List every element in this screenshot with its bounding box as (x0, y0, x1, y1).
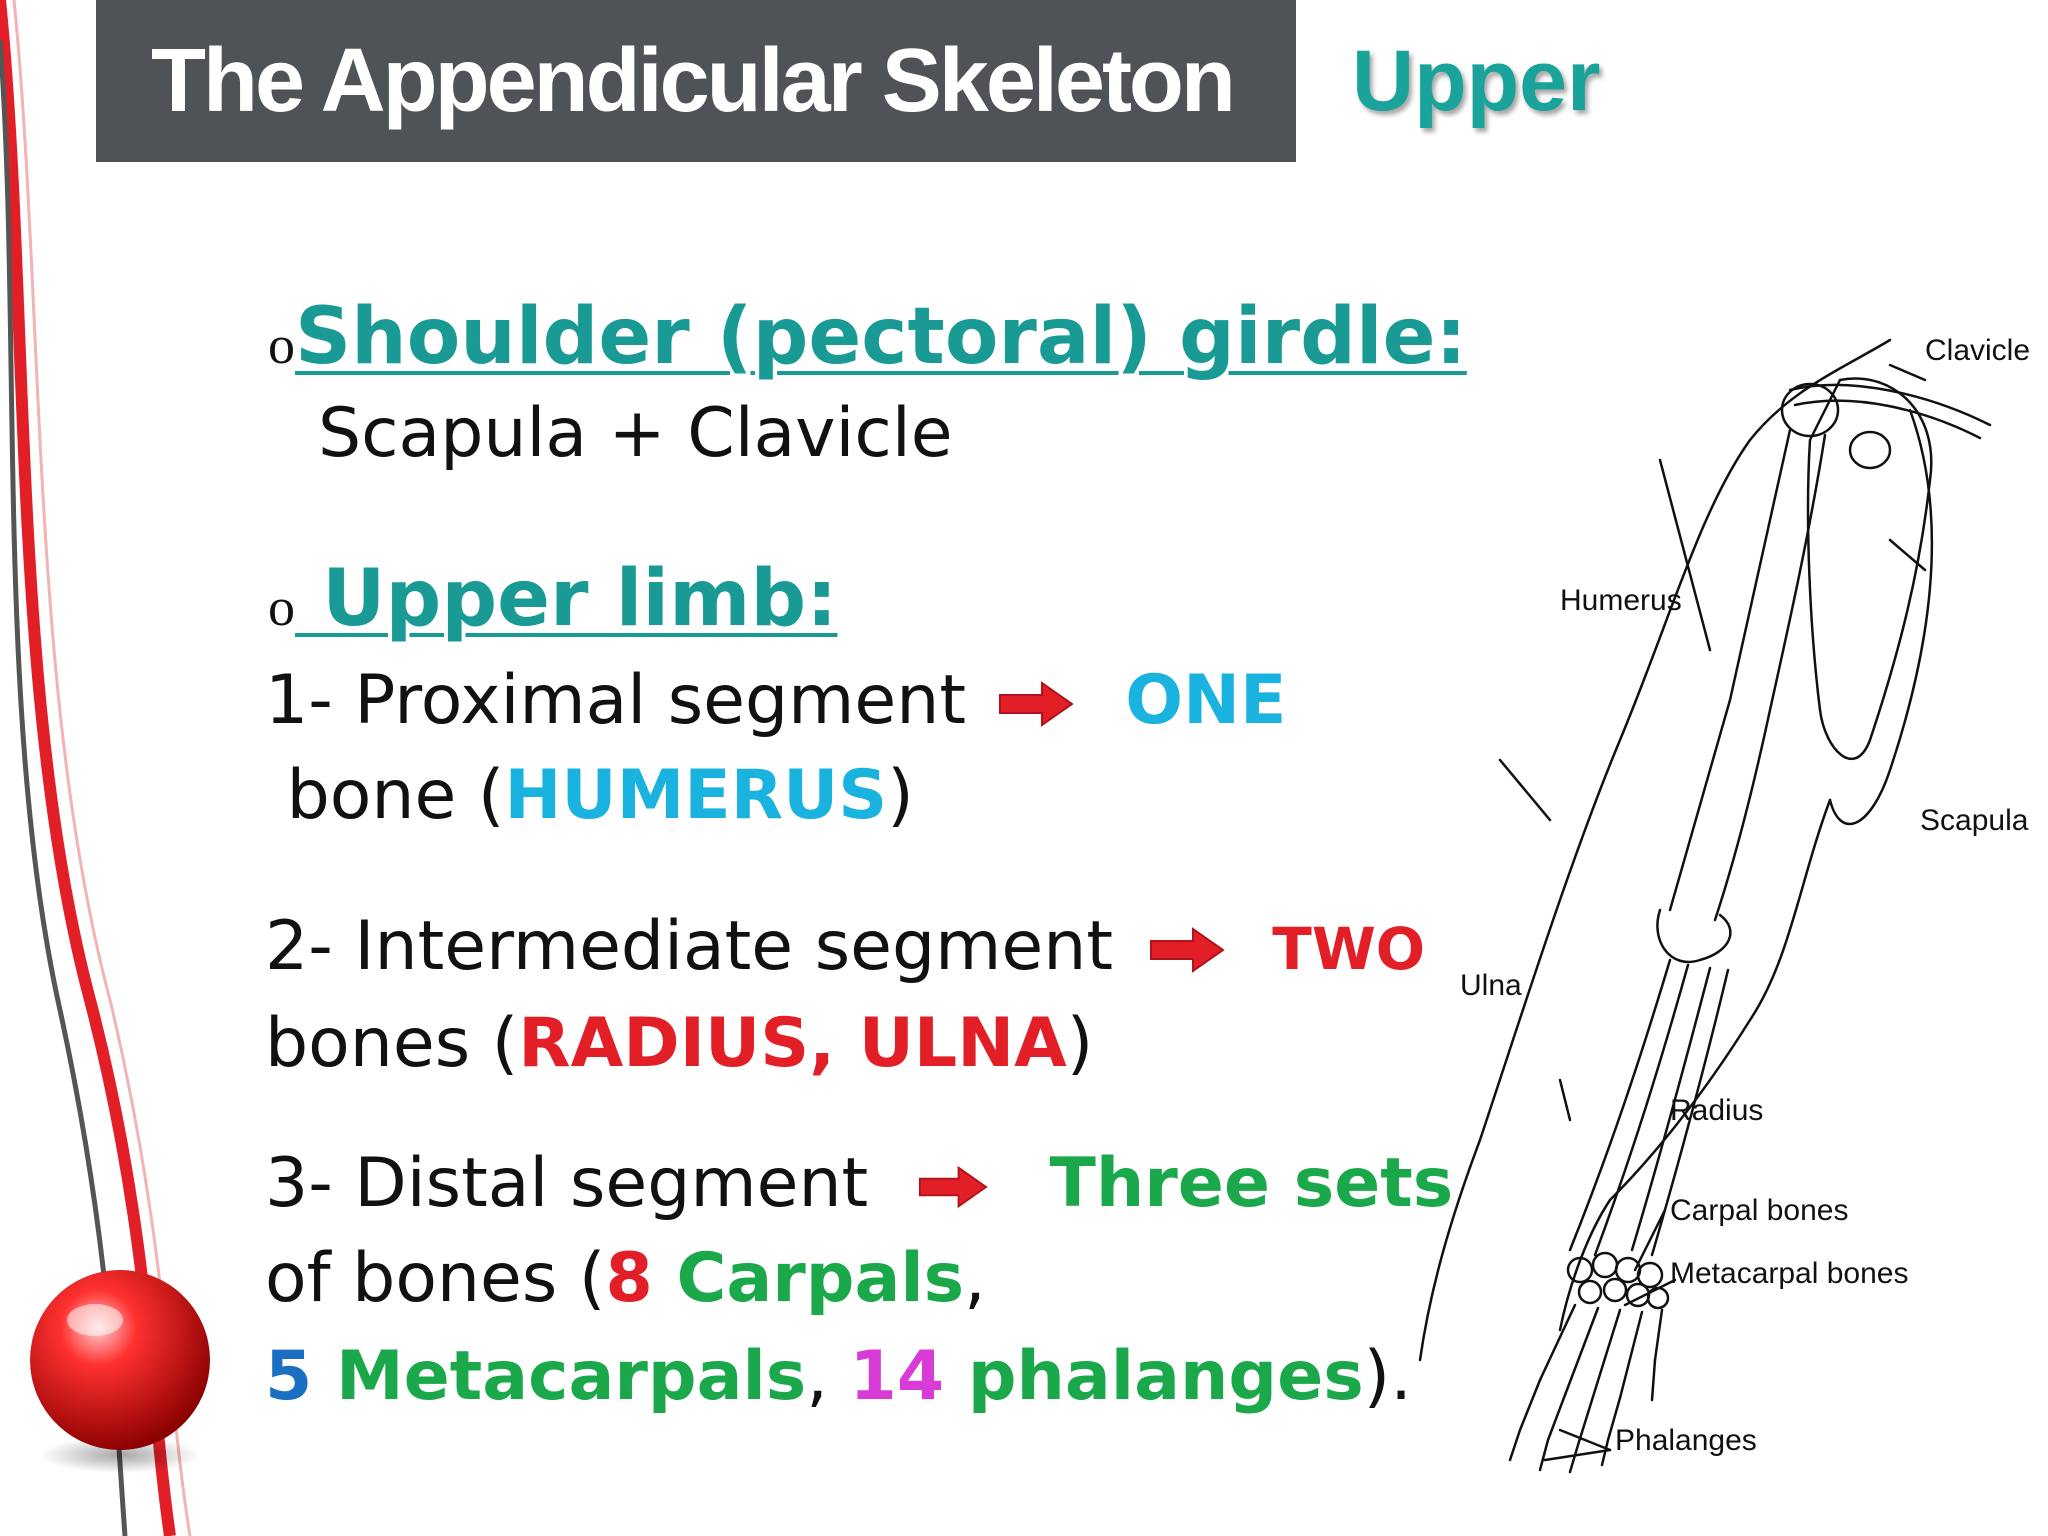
intermediate-count: TWO (1272, 915, 1426, 983)
clavicle-bone (1788, 383, 1992, 427)
phalanx-count: 14 (849, 1337, 945, 1416)
elbow-joint (1656, 908, 1732, 964)
joint (1848, 430, 1892, 470)
limb-heading: Upper limb: (295, 554, 838, 644)
distal-count: Three sets (1049, 1144, 1454, 1223)
distal-line-3: 5 Metacarpals, 14 phalanges). (265, 1343, 1412, 1411)
leader-line (1888, 363, 1927, 382)
proximal-count: ONE (1125, 661, 1287, 740)
phalanx-label: phalanges (944, 1337, 1364, 1416)
proximal-line-2: bone (HUMERUS) (265, 762, 914, 830)
distal-line-1: 3- Distal segment Three sets (265, 1150, 1453, 1218)
intermediate-text: bones ( (265, 1004, 519, 1083)
limb-heading-line: o Upper limb: (268, 560, 837, 638)
arm-outline (1828, 408, 1934, 826)
leader-line (1658, 458, 1712, 652)
distal-line-2: of bones (8 Carpals, (265, 1245, 986, 1313)
leader-line (1558, 1428, 1612, 1452)
humerus-bone (1668, 428, 1792, 912)
leader-line (1888, 538, 1927, 572)
radius-ulna-term: RADIUS, ULNA (518, 1004, 1067, 1083)
metacarpal-bone (1618, 1310, 1644, 1400)
carpal-bone (1591, 1251, 1619, 1279)
intermediate-close: ) (1066, 1004, 1094, 1083)
girdle-heading: Shoulder (pectoral) girdle: (295, 292, 1467, 382)
leader-line (1633, 1208, 1667, 1272)
leader-line (1623, 1278, 1677, 1307)
phalanx-bone (1650, 1358, 1657, 1402)
phalanx-bone (1538, 1393, 1567, 1472)
carpal-bone (1602, 1277, 1628, 1303)
label-carpal-bones: Carpal bones (1670, 1194, 1848, 1227)
proximal-close: ) (887, 756, 914, 835)
carpal-bone (1577, 1279, 1603, 1305)
arm-outline (1418, 338, 1892, 1362)
label-ulna: Ulna (1460, 969, 1522, 1002)
arm-outline (1558, 798, 1832, 1332)
distal-close: ). (1363, 1337, 1412, 1416)
ulna-bone (1593, 963, 1690, 1257)
intermediate-prefix: 2- Intermediate segment (265, 907, 1114, 986)
humerus-head (1780, 382, 1840, 438)
metacarpal-count: 5 (265, 1337, 313, 1416)
slide-title: The Appendicular Skeleton (151, 31, 1236, 131)
leader-line (1558, 1078, 1572, 1122)
proximal-text: bone ( (265, 756, 505, 835)
radius-bone (1630, 966, 1712, 1252)
girdle-heading-line: oShoulder (pectoral) girdle: (268, 298, 1467, 376)
carpal-bone (1614, 1256, 1642, 1284)
label-clavicle: Clavicle (1925, 334, 2030, 367)
leader-line (1543, 1448, 1612, 1462)
distal-comma: , (806, 1337, 850, 1416)
leader-line (1498, 758, 1552, 822)
distal-text: of bones ( (265, 1239, 606, 1318)
distal-prefix: 3- Distal segment (265, 1144, 869, 1223)
proximal-line-1: 1- Proximal segment ONE (265, 667, 1286, 735)
ulna-bone (1568, 958, 1672, 1252)
intermediate-line-2: bones (RADIUS, ULNA) (265, 1010, 1093, 1078)
right-arrow-icon (1149, 927, 1225, 974)
humerus-bone (1713, 433, 1827, 922)
phalanx-bone (1568, 1398, 1594, 1474)
metacarpal-bone (1590, 1308, 1622, 1402)
metacarpal-label: Metacarpals (312, 1337, 807, 1416)
label-humerus: Humerus (1560, 584, 1682, 617)
metacarpal-bone (1653, 1308, 1664, 1362)
red-sphere-icon (30, 1270, 210, 1473)
scapula-bone (1806, 377, 1933, 761)
carpal-bone (1566, 1256, 1594, 1284)
metacarpal-bone (1538, 1303, 1577, 1382)
girdle-bones: Scapula + Clavicle (318, 394, 953, 473)
bullet-marker: o (268, 315, 295, 375)
label-phalanges: Phalanges (1615, 1424, 1757, 1457)
arm-skeleton-diagram: Clavicle Humerus Scapula Ulna Radius Car… (1418, 334, 2030, 1474)
proximal-prefix: 1- Proximal segment (265, 661, 967, 740)
title-bar: The Appendicular Skeleton (96, 0, 1296, 162)
metacarpal-bone (1563, 1306, 1600, 1397)
label-radius: Radius (1670, 1094, 1763, 1127)
right-arrow-icon (918, 1166, 988, 1209)
carpal-count: 8 (605, 1239, 653, 1318)
clavicle-bone (1793, 399, 1982, 440)
phalanx-bone (1508, 1378, 1542, 1462)
section-tag: Upper (1352, 33, 1601, 129)
distal-comma: , (964, 1239, 986, 1318)
bullet-marker: o (268, 577, 295, 637)
carpal-label: Carpals (652, 1239, 965, 1318)
carpal-bone (1636, 1261, 1664, 1289)
label-metacarpal-bones: Metacarpal bones (1670, 1257, 1908, 1290)
humerus-term: HUMERUS (504, 756, 888, 835)
right-arrow-icon (998, 681, 1074, 728)
phalanx-bone (1600, 1396, 1622, 1467)
intermediate-line-1: 2- Intermediate segment TWO (265, 913, 1425, 981)
label-scapula: Scapula (1920, 804, 2029, 837)
